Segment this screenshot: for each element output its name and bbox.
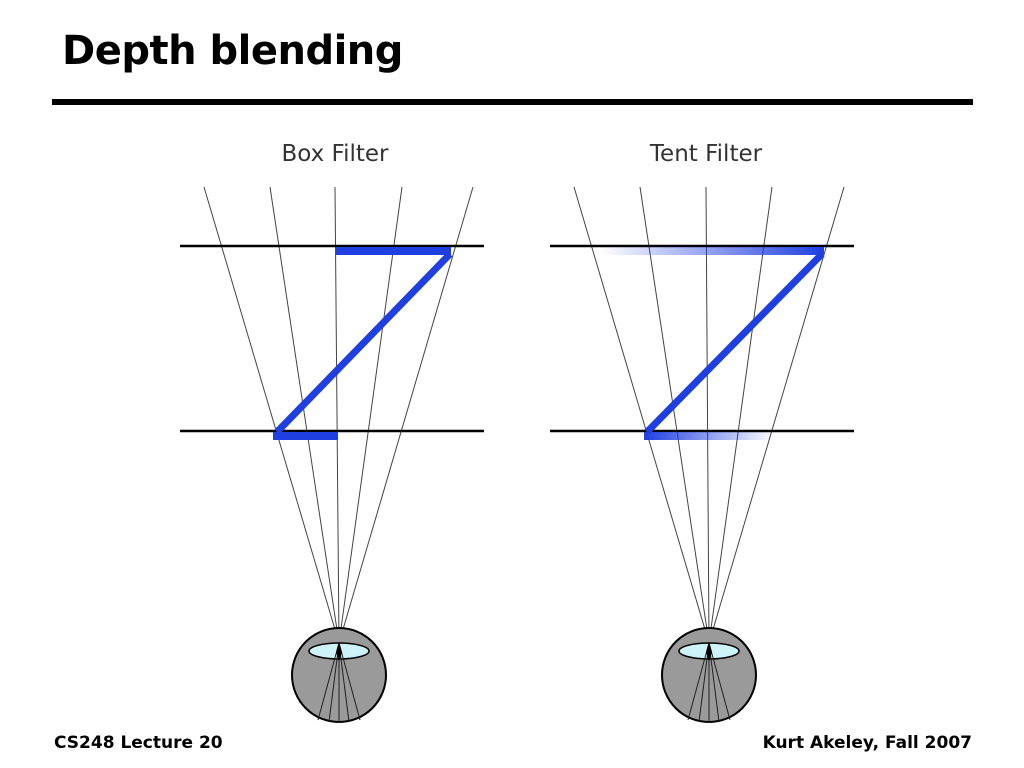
tent-filter-diagram: Tent Filter (550, 141, 854, 723)
tent-filter-z (600, 247, 825, 440)
title-rule (52, 99, 973, 105)
box-filter-diagram: Box Filter (180, 141, 484, 723)
tent-rays (573, 186, 845, 644)
tent-filter-label: Tent Filter (649, 141, 763, 167)
box-filter-z (273, 247, 453, 440)
box-filter-label: Box Filter (281, 141, 389, 167)
footer-course: CS248 Lecture 20 (54, 733, 223, 753)
box-eye-icon (291, 627, 387, 723)
footer-author: Kurt Akeley, Fall 2007 (762, 733, 972, 753)
tent-eye-icon (661, 627, 757, 723)
slide-title: Depth blending (62, 28, 403, 74)
